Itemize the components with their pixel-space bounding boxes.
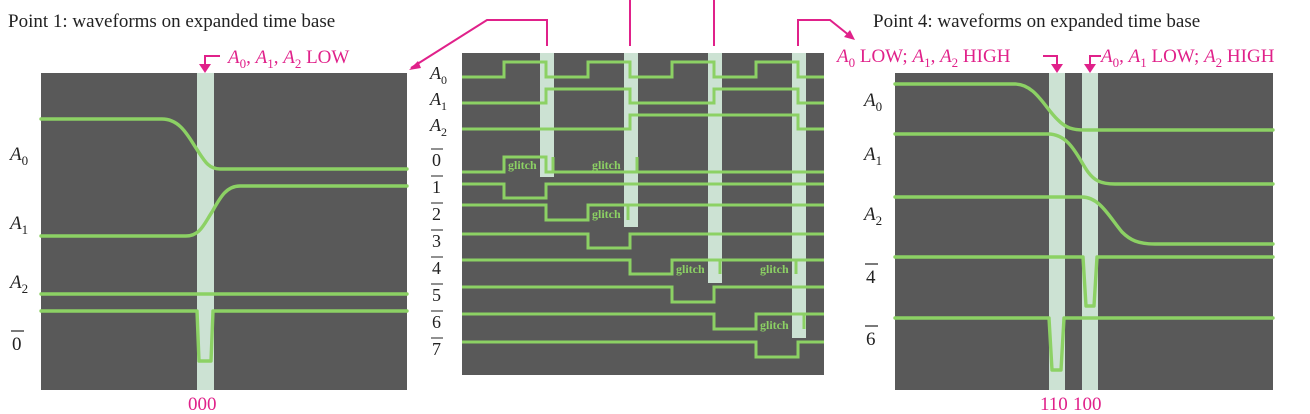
middle-label-bars: 0 1 2 3 4 5 6 7 xyxy=(431,148,443,359)
middle-wave-a2 xyxy=(462,113,824,131)
middle-label-a0: A0 xyxy=(429,63,447,87)
svg-text:1: 1 xyxy=(432,177,441,197)
middle-wave-1bar xyxy=(462,182,824,200)
left-note: A0, A1, A2 LOW xyxy=(226,47,349,71)
left-label-a2: A2 xyxy=(8,272,28,296)
right-wave-4bar xyxy=(893,255,1275,308)
middle-wave-0bar xyxy=(462,155,824,174)
right-note-b: A0, A1 LOW; A2 HIGH xyxy=(1099,46,1275,70)
right-wave-a1 xyxy=(893,132,1275,186)
left-panel: A0 A1 A2 0 A0, A1, A2 LOW 000 xyxy=(8,47,409,414)
svg-text:6: 6 xyxy=(432,312,441,332)
middle-highlight-3 xyxy=(708,53,722,283)
left-wave-a1 xyxy=(39,184,409,238)
glitch-label-1: glitch xyxy=(508,158,537,172)
right-label-4bar: 4 xyxy=(866,267,876,288)
svg-text:4: 4 xyxy=(432,258,441,278)
right-label-6bar: 6 xyxy=(866,329,876,350)
middle-wave-6bar xyxy=(462,312,824,331)
middle-wave-a0 xyxy=(462,60,824,79)
right-code-100: 100 xyxy=(1073,394,1102,414)
glitch-label-2: glitch xyxy=(592,158,621,172)
right-panel: A0 A1 A2 4 6 A0 LOW; A1, A2 HIGH A0, A1 … xyxy=(835,46,1275,414)
left-code: 000 xyxy=(188,394,217,414)
left-panel-background xyxy=(41,73,407,390)
glitch-label-6: glitch xyxy=(760,318,789,332)
glitch-label-5: glitch xyxy=(760,262,789,276)
right-highlight-110 xyxy=(1049,73,1065,390)
glitch-label-3: glitch xyxy=(592,207,621,221)
pointer-to-point-1 xyxy=(410,19,548,69)
middle-wave-5bar xyxy=(462,285,824,304)
left-label-0bar: 0 xyxy=(12,334,22,355)
left-wave-0bar xyxy=(39,309,409,363)
middle-wave-a1 xyxy=(462,87,824,105)
middle-wave-7bar xyxy=(462,340,824,359)
left-panel-title: Point 1: waveforms on expanded time base xyxy=(8,11,335,32)
left-label-a1: A1 xyxy=(8,213,28,237)
right-label-a0: A0 xyxy=(862,90,882,114)
right-note-a: A0 LOW; A1, A2 HIGH xyxy=(835,46,1011,70)
middle-panel-background xyxy=(462,53,824,375)
middle-wave-2bar xyxy=(462,203,824,222)
right-highlight-100 xyxy=(1082,73,1098,390)
middle-label-a1: A1 xyxy=(429,89,447,113)
middle-label-a2: A2 xyxy=(429,115,447,139)
middle-wave-4bar xyxy=(462,258,824,276)
right-wave-a0 xyxy=(893,82,1275,132)
middle-highlight-2 xyxy=(624,53,638,227)
right-wave-6bar xyxy=(893,316,1275,372)
left-highlight-000 xyxy=(197,73,214,390)
svg-text:0: 0 xyxy=(432,150,441,170)
svg-text:3: 3 xyxy=(432,231,441,251)
middle-highlight-1 xyxy=(540,53,554,177)
left-wave-a0 xyxy=(39,117,409,171)
glitch-label-4: glitch xyxy=(676,262,705,276)
right-label-a2: A2 xyxy=(862,204,882,228)
right-wave-a2 xyxy=(893,195,1275,246)
right-code-110: 110 xyxy=(1040,394,1068,414)
middle-panel: glitch glitch glitch glitch glitch glitc… xyxy=(409,0,855,375)
left-label-a0: A0 xyxy=(8,144,28,168)
middle-wave-3bar xyxy=(462,232,824,250)
svg-text:5: 5 xyxy=(432,285,441,305)
pointer-to-point-4 xyxy=(797,19,851,46)
right-label-a1: A1 xyxy=(862,144,882,168)
svg-text:7: 7 xyxy=(432,339,441,359)
right-panel-title: Point 4: waveforms on expanded time base xyxy=(873,11,1200,32)
svg-text:2: 2 xyxy=(432,204,441,224)
